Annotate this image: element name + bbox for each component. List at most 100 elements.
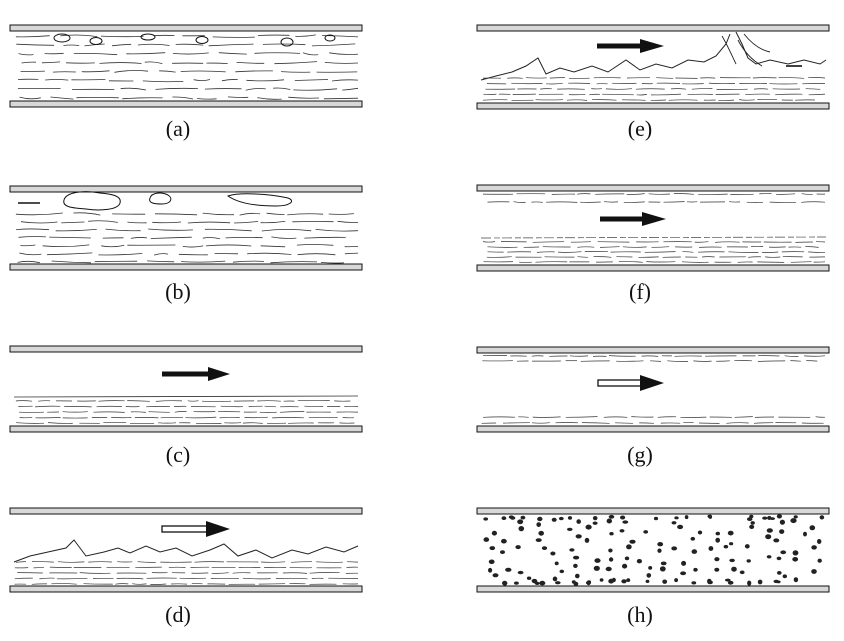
- flow-streak: [15, 561, 27, 563]
- flow-streak: [175, 43, 204, 46]
- flow-streak: [532, 241, 565, 243]
- bubble-dot: [746, 559, 751, 563]
- bubble-dot: [646, 573, 652, 578]
- flow-streak: [621, 99, 646, 101]
- bubble-dot: [550, 551, 556, 556]
- flow-streak: [49, 236, 91, 239]
- flow-streak: [120, 87, 147, 91]
- flow-streak: [591, 99, 617, 101]
- flow-streak: [748, 256, 762, 258]
- flow-streak: [650, 93, 681, 96]
- bubble-dot: [619, 529, 625, 533]
- flow-streak: [219, 416, 240, 419]
- flow-streak: [174, 411, 187, 413]
- bubble-dot: [492, 573, 499, 578]
- bubble-dot: [567, 527, 573, 532]
- flow-streak: [762, 251, 779, 253]
- flow-streak: [101, 245, 125, 248]
- bubble: [53, 33, 71, 43]
- bubble-dot: [693, 567, 698, 572]
- bubble-dot: [782, 574, 787, 579]
- pipe-bottom-wall: [476, 425, 830, 433]
- flow-streak: [15, 212, 63, 216]
- bubble-dot: [684, 515, 689, 520]
- bubble-dot: [671, 546, 678, 551]
- bubble-dot: [558, 516, 564, 521]
- flow-streak: [155, 87, 198, 90]
- panel-c: (c): [9, 345, 363, 467]
- bubble-dot: [793, 515, 798, 519]
- flow-streak: [73, 212, 101, 216]
- flow-streak: [757, 360, 786, 362]
- flow-streak: [482, 99, 508, 101]
- flow-streak: [236, 62, 265, 64]
- bubble-dot: [555, 581, 561, 585]
- bubble: [195, 36, 209, 44]
- bubble-dot: [502, 581, 507, 586]
- flow-streak: [288, 96, 320, 99]
- bubble-dot: [526, 576, 532, 580]
- flow-streak: [218, 52, 247, 55]
- pipe-g: [476, 346, 830, 433]
- pipe-top-wall: [9, 24, 363, 32]
- flow-streak: [204, 228, 252, 232]
- flow-streak: [115, 583, 129, 585]
- flow-streak: [42, 244, 90, 248]
- flow-texture: [15, 212, 359, 264]
- flow-streak: [45, 79, 69, 81]
- bubble-dot: [483, 537, 490, 542]
- bubble-dot: [790, 518, 797, 524]
- flow-streak: [60, 34, 98, 37]
- flow-streak: [577, 193, 591, 195]
- panel-f: (f): [476, 184, 830, 304]
- arrow-right-solid-icon: [600, 212, 666, 226]
- flow-streak: [518, 416, 529, 418]
- flow-streak: [282, 572, 308, 574]
- bubble-dot: [729, 542, 734, 546]
- bubble-dot: [680, 571, 687, 576]
- flow-streak: [220, 405, 244, 408]
- flow-streak: [691, 88, 713, 90]
- flow-streak: [566, 99, 588, 101]
- flow-streak: [187, 221, 231, 224]
- flow-streak: [287, 213, 324, 216]
- bubble-dot: [662, 579, 668, 584]
- flow-streak: [682, 251, 694, 253]
- flow-streak: [801, 201, 826, 203]
- bubble-dot: [660, 561, 667, 566]
- pipe-bottom-wall: [9, 100, 363, 108]
- flow-streak: [235, 70, 273, 73]
- bubble-dot: [715, 531, 720, 536]
- bubble-dot: [539, 580, 546, 586]
- arrow-right-solid-icon: [162, 367, 230, 381]
- flow-streak: [148, 411, 170, 413]
- bubble-dot: [517, 570, 524, 575]
- bubble-dot: [762, 516, 768, 520]
- flow-streak: [302, 52, 319, 56]
- flow-texture: [482, 355, 826, 362]
- bubble-dot: [594, 558, 601, 563]
- flow-streak: [159, 70, 176, 73]
- liquid-interface: [480, 236, 827, 239]
- flow-streak: [570, 241, 591, 243]
- flow-streak: [93, 411, 125, 413]
- flow-streak: [38, 400, 51, 402]
- flow-streak: [656, 77, 674, 79]
- flow-streak: [581, 422, 610, 424]
- panel-label: (a): [166, 116, 190, 141]
- flow-streak: [142, 80, 184, 83]
- flow-streak: [181, 260, 226, 263]
- flow-streak: [323, 97, 359, 100]
- flow-streak: [342, 87, 359, 91]
- bubble-dot: [501, 538, 507, 544]
- bubble-dot: [714, 557, 720, 562]
- bubble-dot: [575, 573, 580, 579]
- flow-streak: [17, 260, 40, 264]
- flow-streak: [81, 70, 110, 73]
- bubble-dot: [648, 566, 653, 570]
- flow-streak: [805, 246, 819, 248]
- bubble-dot: [643, 530, 649, 534]
- pipe-f: [476, 184, 830, 272]
- flow-streak: [316, 561, 343, 563]
- flow-streak: [153, 253, 169, 256]
